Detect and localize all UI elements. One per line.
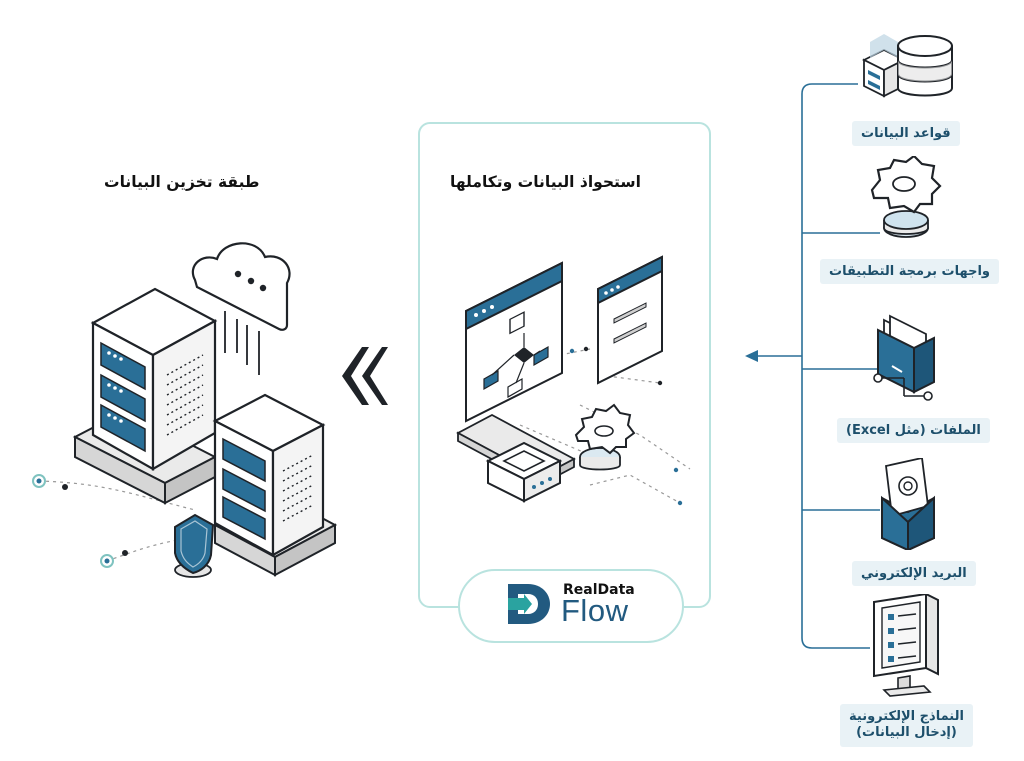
logo-pill	[458, 569, 684, 643]
ingestion-illustration	[456, 255, 691, 506]
logo-text-top: RealData	[563, 582, 635, 598]
source-eforms-line1: النماذج الإلكترونية	[849, 709, 964, 724]
realdata-logo-icon	[508, 584, 550, 624]
source-databases-label: قواعد البيانات	[852, 121, 960, 146]
email-icon	[881, 458, 935, 550]
storage-illustration	[32, 242, 338, 578]
source-eforms-line2: (إدخال البيانات)	[856, 725, 957, 741]
chevron-left-icon	[342, 347, 388, 405]
source-apis-label: واجهات برمجة التطبيقات	[820, 259, 999, 284]
api-gear-icon	[870, 156, 942, 238]
storage-title: طبقة تخزين البيانات	[104, 173, 260, 191]
folder-icon	[873, 314, 935, 401]
database-icon	[861, 34, 953, 98]
source-email-label: البريد الإلكتروني	[852, 561, 976, 586]
eform-monitor-icon	[873, 594, 939, 697]
source-eforms-label: النماذج الإلكترونية (إدخال البيانات)	[840, 704, 973, 747]
logo-text-bottom: Flow	[561, 593, 629, 628]
source-files-label: الملفات (مثل Excel)	[837, 418, 990, 443]
ingestion-title: استحواذ البيانات وتكاملها	[450, 173, 641, 191]
